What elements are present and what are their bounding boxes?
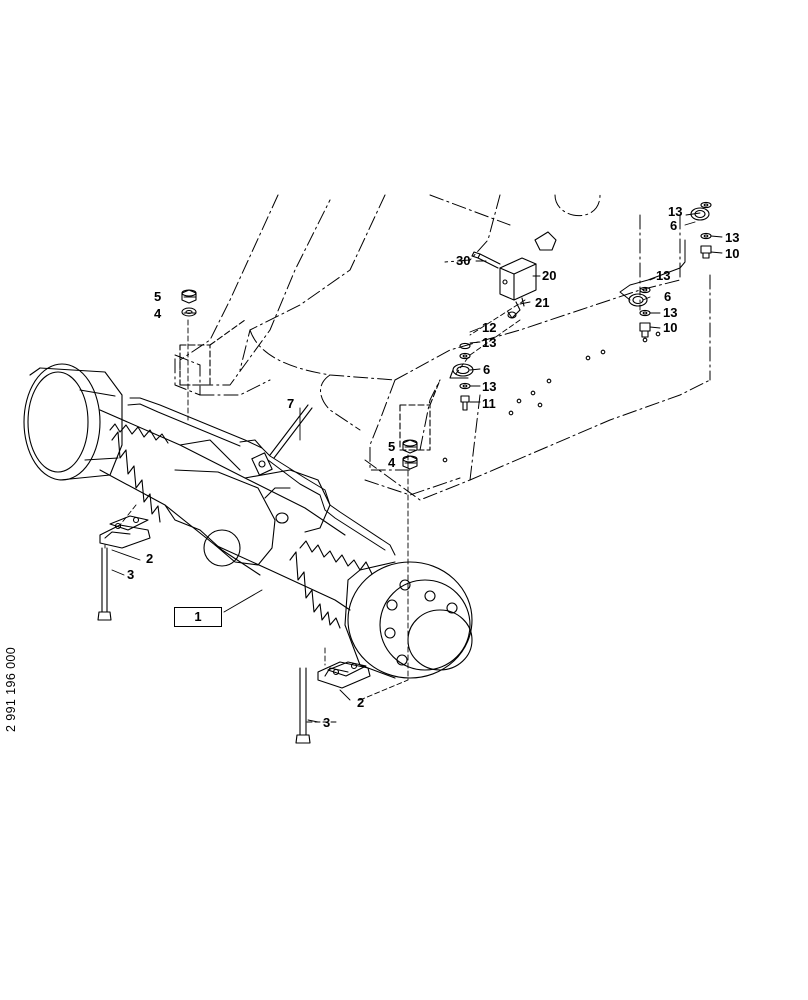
callout-4: 4 <box>154 306 162 321</box>
leader-lines <box>111 212 723 723</box>
callout-13: 13 <box>668 204 683 219</box>
callout-13: 13 <box>656 268 671 283</box>
bolt-30 <box>471 251 501 269</box>
gaiter-right <box>289 551 341 629</box>
callout-12: 12 <box>482 320 497 335</box>
clamp-plate-2-right <box>327 661 367 677</box>
callout-6: 6 <box>664 289 672 304</box>
valve-20 <box>499 257 537 301</box>
nut-5-mid <box>402 439 418 454</box>
clamp-6-b <box>628 293 648 307</box>
bolt-10-a <box>639 322 651 338</box>
assembly-label-box: 1 <box>174 607 222 627</box>
pipe-fitting <box>251 404 313 476</box>
hose-run <box>619 239 686 301</box>
nut-5-upper <box>181 289 197 304</box>
callout-5: 5 <box>388 439 396 454</box>
callout-30: 30 <box>456 253 471 268</box>
chassis-frame <box>174 194 711 501</box>
washer-13-a <box>459 352 471 360</box>
callout-11: 11 <box>482 396 496 411</box>
washer-12 <box>459 342 471 350</box>
callout-13: 13 <box>482 379 497 394</box>
washer-13-d <box>639 309 651 317</box>
callout-13: 13 <box>663 305 678 320</box>
frame-bracket-right <box>399 379 441 451</box>
callout-10: 10 <box>725 246 740 261</box>
callout-4: 4 <box>388 455 396 470</box>
frame-bracket-left <box>179 319 246 386</box>
washer-13-e <box>700 201 712 209</box>
right-hub <box>344 561 473 679</box>
frame-holes <box>442 331 661 463</box>
bolt-3-right <box>295 667 311 744</box>
washer-4-upper <box>181 307 197 317</box>
callout-13: 13 <box>725 230 740 245</box>
callout-5: 5 <box>154 289 162 304</box>
washer-13-b <box>459 382 471 390</box>
callout-13: 13 <box>482 335 497 350</box>
gaiter-left-top <box>109 423 169 444</box>
locator-lines <box>104 299 641 723</box>
callout-3: 3 <box>127 567 135 582</box>
clamp-6-a <box>449 363 474 379</box>
bolt-11 <box>460 395 470 411</box>
washer-4-mid <box>402 455 418 470</box>
mount-pad-left-2 <box>104 531 131 539</box>
axle-housing <box>99 409 351 611</box>
brake-pipes <box>127 397 396 556</box>
elbow-21 <box>507 297 525 319</box>
callout-6: 6 <box>483 362 491 377</box>
callout-7: 7 <box>287 396 295 411</box>
callout-3: 3 <box>323 715 331 730</box>
callout-2: 2 <box>357 695 365 710</box>
gaiter-left <box>111 431 161 523</box>
clamp-plate-2-left <box>109 515 149 531</box>
left-hub <box>23 363 123 481</box>
bolt-10-b <box>700 245 712 259</box>
callout-20: 20 <box>542 268 557 283</box>
callout-2: 2 <box>146 551 154 566</box>
gaiter-right-top <box>299 540 373 575</box>
bolt-3-left <box>97 547 112 621</box>
washer-13-c <box>639 286 651 294</box>
drawing-code: 2 991 196 000 <box>4 646 18 732</box>
washer-13-f <box>700 232 712 240</box>
callout-6: 6 <box>670 218 678 233</box>
small-frame-part <box>534 231 557 251</box>
callout-10: 10 <box>663 320 678 335</box>
mount-pad-right <box>317 661 371 689</box>
callout-21: 21 <box>535 295 550 310</box>
mount-pad-right-2 <box>324 667 349 677</box>
